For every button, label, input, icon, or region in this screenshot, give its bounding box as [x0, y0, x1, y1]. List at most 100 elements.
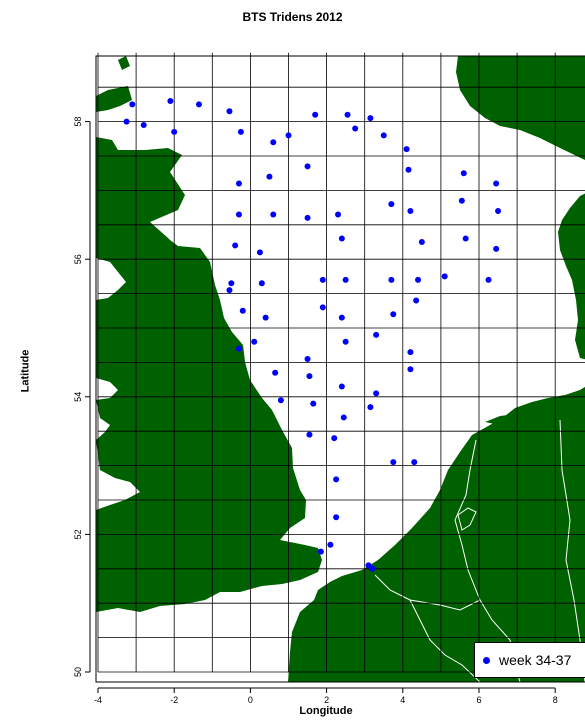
- station-point: [462, 235, 469, 242]
- station-point: [317, 548, 324, 555]
- station-point: [413, 297, 420, 304]
- station-point: [335, 211, 342, 218]
- station-point: [333, 514, 340, 521]
- station-point: [373, 390, 380, 397]
- station-point: [460, 170, 467, 177]
- station-point: [167, 97, 174, 104]
- y-tick-label: 54: [73, 392, 83, 402]
- x-tick-label: 4: [400, 695, 405, 705]
- legend-label: week 34-37: [499, 652, 572, 668]
- station-point: [237, 128, 244, 135]
- station-point: [312, 111, 319, 118]
- station-point: [493, 245, 500, 252]
- y-tick-label: 56: [73, 254, 83, 264]
- legend: week 34-37: [474, 642, 585, 678]
- station-point: [458, 197, 465, 204]
- station-point: [331, 435, 338, 442]
- station-point: [342, 338, 349, 345]
- x-tick-label: 2: [324, 695, 329, 705]
- station-point: [373, 331, 380, 338]
- y-tick-label: 50: [73, 667, 83, 677]
- legend-marker: [483, 656, 490, 664]
- station-point: [270, 139, 277, 146]
- x-tick-label: 0: [248, 695, 253, 705]
- station-point: [226, 287, 233, 294]
- station-point: [310, 400, 317, 407]
- station-point: [171, 128, 178, 135]
- station-point: [232, 242, 239, 249]
- station-point: [369, 565, 376, 572]
- station-point: [306, 431, 313, 438]
- station-point: [258, 280, 265, 287]
- station-point: [285, 132, 292, 139]
- station-point: [352, 125, 359, 132]
- station-point: [340, 414, 347, 421]
- station-point: [441, 273, 448, 280]
- land-denmark: [558, 193, 585, 360]
- station-point: [251, 338, 258, 345]
- station-point: [129, 101, 136, 108]
- station-point: [306, 373, 313, 380]
- station-points: [123, 97, 502, 572]
- station-point: [405, 166, 412, 173]
- x-tick-label: 8: [553, 695, 558, 705]
- axes: -4 -2 0 2 4 6 8 50 52 54 56 58: [73, 117, 558, 705]
- station-point: [270, 211, 277, 218]
- station-point: [495, 208, 502, 215]
- station-point: [277, 397, 284, 404]
- x-tick-label: 6: [476, 695, 481, 705]
- station-point: [195, 101, 202, 108]
- station-point: [485, 276, 492, 283]
- station-point: [226, 108, 233, 115]
- station-point: [388, 201, 395, 208]
- station-point: [333, 476, 340, 483]
- station-point: [367, 115, 374, 122]
- station-point: [415, 276, 422, 283]
- station-point: [239, 307, 246, 314]
- station-point: [365, 562, 372, 569]
- station-point: [319, 276, 326, 283]
- station-point: [407, 366, 414, 373]
- station-point: [304, 163, 311, 170]
- station-point: [327, 541, 334, 548]
- x-axis-label: Longitude: [299, 705, 353, 717]
- station-point: [367, 404, 374, 411]
- station-point: [140, 122, 147, 129]
- station-point: [407, 349, 414, 356]
- map-title: BTS Tridens 2012: [242, 10, 343, 24]
- station-point: [338, 235, 345, 242]
- land-great-britain: [96, 137, 322, 612]
- station-point: [256, 249, 263, 256]
- station-point: [338, 314, 345, 321]
- station-point: [338, 383, 345, 390]
- station-point: [380, 132, 387, 139]
- station-point: [235, 180, 242, 187]
- station-point: [304, 355, 311, 362]
- x-tick-label: -2: [170, 695, 178, 705]
- station-point: [344, 111, 351, 118]
- land-norway: [456, 56, 585, 160]
- y-tick-label: 58: [73, 117, 83, 127]
- station-point: [403, 146, 410, 153]
- station-point: [319, 304, 326, 311]
- station-point: [262, 314, 269, 321]
- station-point: [493, 180, 500, 187]
- plot-frame: [95, 55, 585, 683]
- station-point: [235, 345, 242, 352]
- station-point: [418, 239, 425, 245]
- x-tick-label: -4: [94, 695, 102, 705]
- station-point: [266, 173, 273, 180]
- station-point: [228, 280, 235, 287]
- y-tick-label: 52: [73, 529, 83, 539]
- station-point: [342, 276, 349, 283]
- land-wadden-islands: [485, 414, 516, 424]
- station-point: [272, 369, 279, 376]
- graticule: [97, 52, 585, 673]
- station-point: [388, 276, 395, 283]
- land-orkney-islet: [118, 56, 130, 70]
- station-point: [411, 459, 418, 466]
- land-orkney: [96, 86, 132, 112]
- station-point: [390, 459, 397, 466]
- station-point: [235, 211, 242, 218]
